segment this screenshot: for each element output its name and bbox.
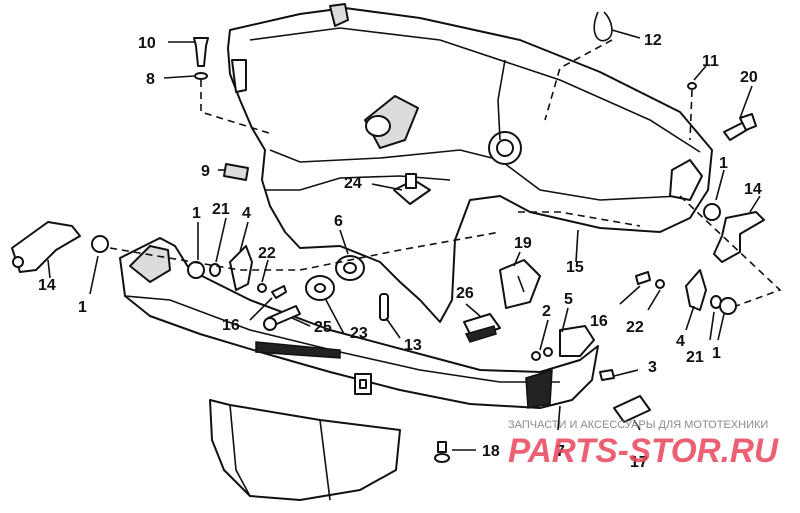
callout-1-far-left: 1	[78, 299, 87, 316]
callout-14-right: 14	[744, 181, 762, 198]
callout-21-left: 21	[212, 201, 230, 218]
callout-24: 24	[344, 175, 362, 192]
callout-25: 25	[314, 319, 332, 336]
watermark-logo: PARTS-STOR.RU	[508, 432, 779, 470]
callout-15: 15	[566, 259, 584, 276]
callout-16-left: 16	[222, 317, 240, 334]
assembly-lines	[109, 39, 782, 307]
callout-22-right: 22	[626, 319, 644, 336]
callout-10: 10	[138, 35, 156, 52]
callout-8: 8	[146, 71, 155, 88]
callout-5: 5	[564, 291, 573, 308]
callout-9: 9	[201, 163, 210, 180]
upper-cowl	[227, 3, 713, 323]
callout-6: 6	[334, 213, 343, 230]
callout-11: 11	[702, 53, 719, 70]
callout-7: 7	[556, 443, 565, 460]
callout-26: 26	[456, 285, 474, 302]
callout-4-right: 4	[676, 333, 685, 350]
callout-4-left: 4	[242, 205, 251, 222]
callout-labels: 10 8 12 11 20 9 1 14 24 1 21 4 6 15 19 2…	[38, 32, 762, 471]
callout-1-left-nut: 1	[192, 205, 201, 222]
callout-2: 2	[542, 303, 551, 320]
callout-19: 19	[514, 235, 532, 252]
callout-23: 23	[350, 325, 368, 342]
callout-12: 12	[644, 32, 662, 49]
lower-cowl	[119, 237, 599, 409]
callout-21-right: 21	[686, 349, 704, 366]
callout-17: 17	[630, 454, 648, 471]
callout-16-right: 16	[590, 313, 608, 330]
small-parts	[11, 11, 765, 463]
midsection-housing	[209, 399, 401, 501]
callout-22-left: 22	[258, 245, 276, 262]
callout-20: 20	[740, 69, 758, 86]
watermark-tagline: ЗАПЧАСТИ И АКСЕССУАРЫ ДЛЯ МОТОТЕХНИКИ	[508, 419, 768, 431]
callout-1-top-right: 1	[719, 155, 728, 172]
callout-3: 3	[648, 359, 657, 376]
callout-14-left: 14	[38, 277, 56, 294]
leader-lines	[47, 29, 761, 451]
callout-18: 18	[482, 443, 500, 460]
callout-13: 13	[404, 337, 422, 354]
callout-1-right-nut: 1	[712, 345, 721, 362]
watermark: ЗАПЧАСТИ И АКСЕССУАРЫ ДЛЯ МОТОТЕХНИКИ PA…	[508, 419, 779, 470]
